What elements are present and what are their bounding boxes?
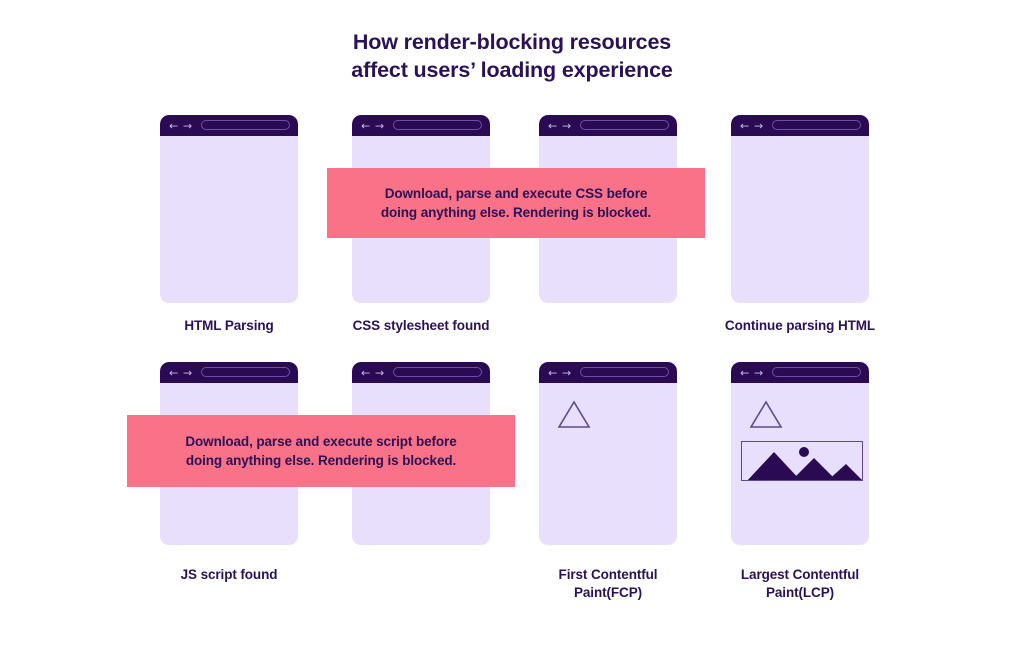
forward-arrow-icon[interactable]: → <box>562 366 572 379</box>
lcp-caption-line-2: Paint(LCP) <box>766 585 834 600</box>
fcp-caption-line-1: First Contentful <box>558 567 658 582</box>
css-banner-line-2: doing anything else. Rendering is blocke… <box>380 205 652 220</box>
step-caption-continue-parsing-html: Continue parsing HTML <box>724 318 876 333</box>
js-banner-line-1: Download, parse and execute script befor… <box>185 434 457 449</box>
css-blocking-banner-text: Download, parse and execute CSS before d… <box>381 184 651 222</box>
image-placeholder-icon <box>741 441 863 481</box>
back-arrow-icon[interactable]: ← <box>361 366 371 379</box>
back-arrow-icon[interactable]: ← <box>740 119 750 132</box>
js-banner-line-2: doing anything else. Rendering is blocke… <box>185 453 457 468</box>
back-arrow-icon[interactable]: ← <box>361 119 371 132</box>
lcp-caption-line-1: Largest Contentful <box>740 567 860 582</box>
css-blocking-banner: Download, parse and execute CSS before d… <box>327 168 705 238</box>
step-caption-html-parsing: HTML Parsing <box>184 318 274 333</box>
js-blocking-banner-text: Download, parse and execute script befor… <box>185 432 456 470</box>
url-bar[interactable] <box>580 120 669 130</box>
viewport-content-largest-contentful-paint <box>731 383 869 545</box>
forward-arrow-icon[interactable]: → <box>183 366 193 379</box>
browser-chrome-bar: ← → <box>539 115 677 136</box>
browser-chrome-bar: ← → <box>160 115 298 136</box>
url-bar[interactable] <box>772 120 861 130</box>
page-title: How render-blocking resources affect use… <box>0 28 1024 84</box>
triangle-outline-icon <box>749 400 783 428</box>
back-arrow-icon[interactable]: ← <box>169 366 179 379</box>
forward-arrow-icon[interactable]: → <box>562 119 572 132</box>
browser-panel-continue-parsing-html: ← → <box>731 115 869 303</box>
url-bar[interactable] <box>393 367 482 377</box>
url-bar[interactable] <box>201 367 290 377</box>
page-title-line-1: How render-blocking resources <box>352 30 672 54</box>
url-bar[interactable] <box>201 120 290 130</box>
forward-arrow-icon[interactable]: → <box>183 119 193 132</box>
browser-chrome-bar: ← → <box>352 115 490 136</box>
browser-panel-html-parsing: ← → <box>160 115 298 303</box>
step-caption-js-script-found: JS script found <box>180 567 278 582</box>
forward-arrow-icon[interactable]: → <box>375 119 385 132</box>
back-arrow-icon[interactable]: ← <box>740 366 750 379</box>
browser-chrome-bar: ← → <box>731 362 869 383</box>
forward-arrow-icon[interactable]: → <box>754 366 764 379</box>
step-caption-largest-contentful-paint: Largest Contentful Paint(LCP) <box>700 566 900 602</box>
viewport-content-html-parsing <box>160 136 298 303</box>
browser-chrome-bar: ← → <box>731 115 869 136</box>
back-arrow-icon[interactable]: ← <box>548 119 558 132</box>
step-caption-first-contentful-paint: First Contentful Paint(FCP) <box>508 566 708 602</box>
step-caption-css-stylesheet-found: CSS stylesheet found <box>352 318 490 333</box>
back-arrow-icon[interactable]: ← <box>548 366 558 379</box>
page-title-line-2: affect users’ loading experience <box>351 58 673 82</box>
browser-panel-first-contentful-paint: ← → <box>539 362 677 545</box>
browser-panel-largest-contentful-paint: ← → <box>731 362 869 545</box>
css-banner-line-1: Download, parse and execute CSS before <box>384 186 648 201</box>
back-arrow-icon[interactable]: ← <box>169 119 179 132</box>
image-placeholder-glyph <box>747 447 862 480</box>
browser-chrome-bar: ← → <box>539 362 677 383</box>
forward-arrow-icon[interactable]: → <box>754 119 764 132</box>
url-bar[interactable] <box>772 367 861 377</box>
browser-chrome-bar: ← → <box>160 362 298 383</box>
url-bar[interactable] <box>580 367 669 377</box>
browser-chrome-bar: ← → <box>352 362 490 383</box>
js-blocking-banner: Download, parse and execute script befor… <box>127 415 515 487</box>
triangle-outline-icon <box>557 400 591 428</box>
viewport-content-continue-parsing-html <box>731 136 869 303</box>
forward-arrow-icon[interactable]: → <box>375 366 385 379</box>
url-bar[interactable] <box>393 120 482 130</box>
fcp-caption-line-2: Paint(FCP) <box>574 585 642 600</box>
viewport-content-first-contentful-paint <box>539 383 677 545</box>
